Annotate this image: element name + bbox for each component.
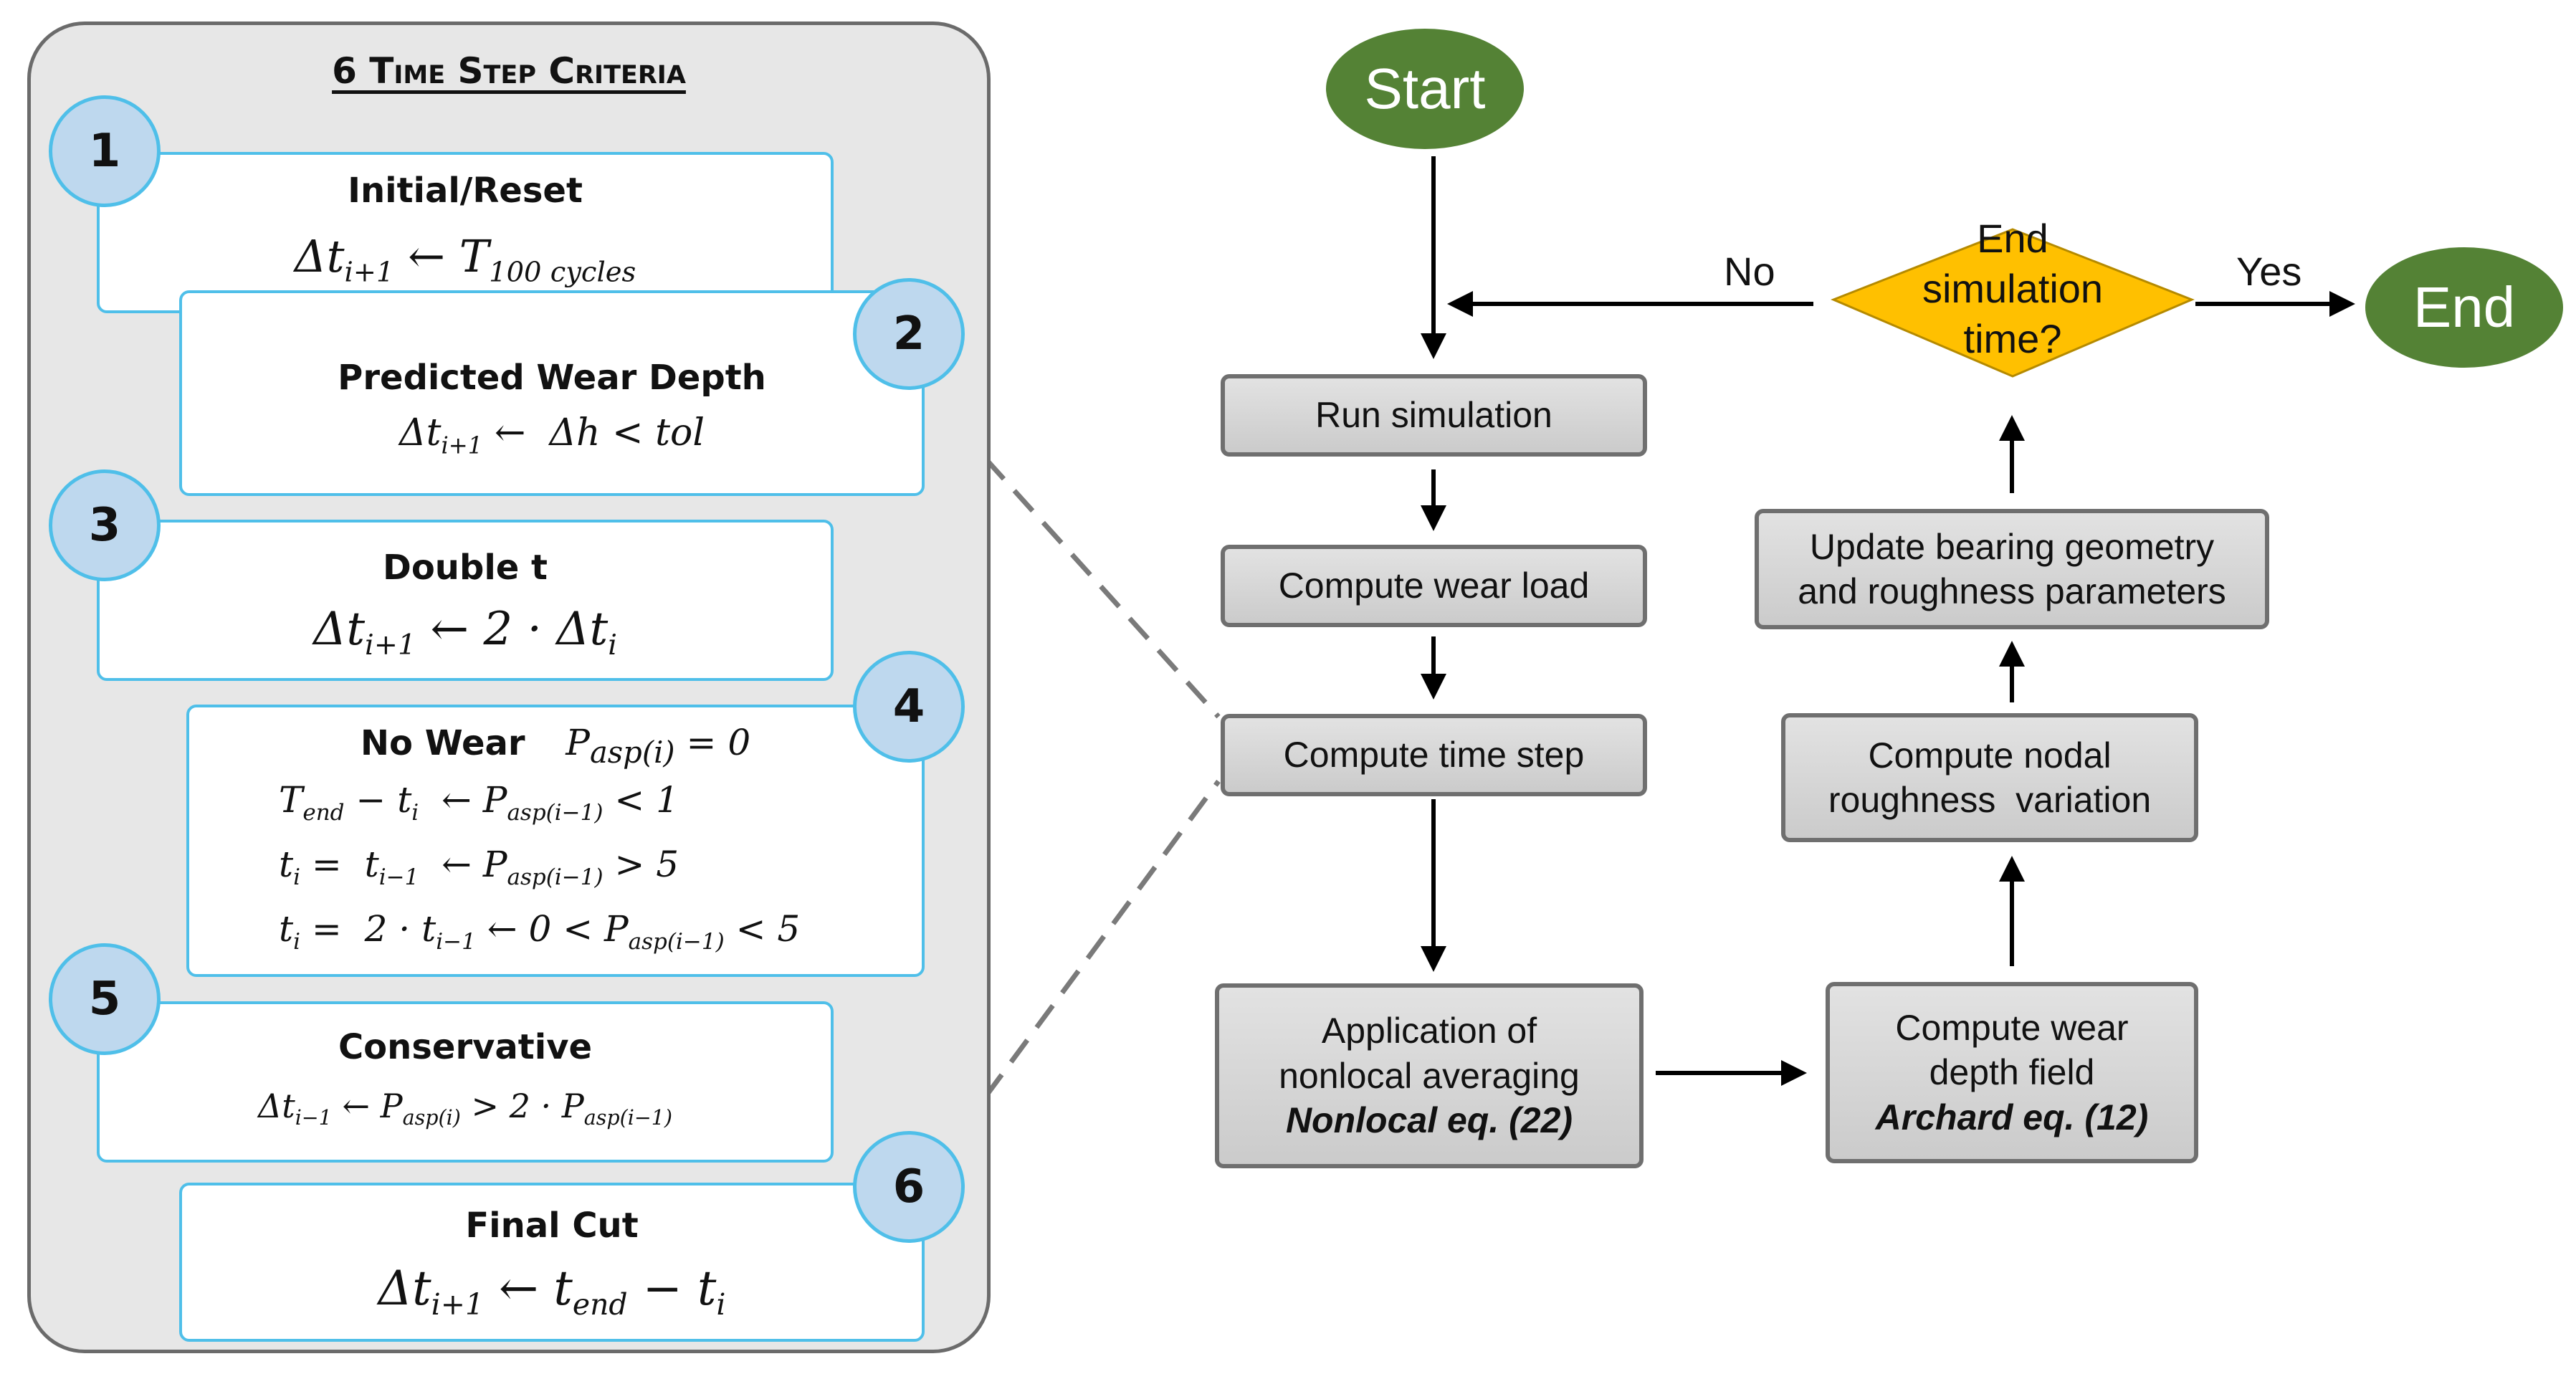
criterion-5-box: Conservative Δti−1 ← Pasp(i) > 2 · Pasp(…	[97, 1001, 834, 1163]
criterion-5-badge: 5	[49, 943, 161, 1055]
compute-wear-load-box: Compute wear load	[1221, 545, 1647, 627]
nonlocal-line-2: nonlocal averaging	[1279, 1055, 1580, 1096]
criterion-2-badge: 2	[853, 278, 965, 390]
criterion-3-badge: 3	[49, 469, 161, 581]
criterion-6-box: Final Cut Δti+1 ← tend − ti	[179, 1183, 925, 1342]
criterion-2-equation: Δti+1 ← Δh < tol	[399, 411, 705, 459]
compute-time-step-box: Compute time step	[1221, 714, 1647, 796]
zoom-line-bottom	[983, 779, 1221, 1099]
criterion-4-equation-3: ti = 2 · ti−1 ← 0 < Pasp(i−1) < 5	[279, 908, 801, 955]
update-bearing-line-2: and roughness parameters	[1798, 571, 2226, 611]
run-simulation-label: Run simulation	[1315, 395, 1552, 436]
criterion-6-badge: 6	[853, 1131, 965, 1243]
criterion-3-label: Double t	[382, 548, 548, 588]
criterion-1-box: Initial/Reset Δti+1 ← T100 cycles	[97, 152, 834, 313]
wear-depth-line-1: Compute wear	[1895, 1007, 2129, 1048]
criterion-5-equation: Δti−1 ← Pasp(i) > 2 · Pasp(i−1)	[257, 1087, 673, 1130]
wear-depth-reference: Archard eq. (12)	[1875, 1097, 2149, 1137]
decision-line-2: simulation	[1922, 266, 2104, 311]
criterion-4-label-text: No Wear	[360, 723, 525, 763]
start-terminal: Start	[1326, 29, 1524, 149]
criterion-4-label: No Wear Pasp(i) = 0	[189, 722, 922, 770]
criterion-2-box: Predicted Wear Depth Δti+1 ← Δh < tol	[179, 290, 925, 496]
update-bearing-box: Update bearing geometry and roughness pa…	[1755, 509, 2269, 629]
criterion-1-label: Initial/Reset	[348, 171, 583, 211]
yes-label: Yes	[2236, 249, 2302, 294]
compute-wear-load-label: Compute wear load	[1278, 566, 1590, 606]
nodal-roughness-line-1: Compute nodal	[1868, 735, 2112, 776]
update-bearing-line-1: Update bearing geometry	[1809, 526, 2215, 567]
run-simulation-box: Run simulation	[1221, 374, 1647, 457]
criterion-3-equation: Δti+1 ← 2 · Δti	[313, 603, 617, 662]
zoom-line-top	[983, 457, 1221, 719]
criterion-4-badge: 4	[853, 651, 965, 763]
end-terminal: End	[2365, 247, 2563, 368]
criterion-1-equation: Δti+1 ← T100 cycles	[294, 230, 636, 289]
wear-depth-box: Compute wear depth field Archard eq. (12…	[1826, 982, 2198, 1163]
nonlocal-line-1: Application of	[1321, 1011, 1537, 1051]
criterion-6-label: Final Cut	[465, 1206, 639, 1246]
nodal-roughness-box: Compute nodal roughness variation	[1781, 713, 2198, 842]
criterion-4-equation-1: Tend − ti ← Pasp(i−1) < 1	[279, 779, 679, 826]
criterion-5-label: Conservative	[338, 1027, 593, 1067]
criterion-4-equation-2: ti = ti−1 ← Pasp(i−1) > 5	[279, 844, 679, 890]
nonlocal-averaging-box: Application of nonlocal averaging Nonloc…	[1215, 983, 1644, 1168]
criterion-4-box: No Wear Pasp(i) = 0 Tend − ti ← Pasp(i−1…	[186, 705, 925, 977]
decision-line-3: time?	[1963, 316, 2062, 361]
decision-label: End simulation time?	[1869, 214, 2156, 364]
no-label: No	[1724, 249, 1775, 294]
criterion-3-box: Double t Δti+1 ← 2 · Δti	[97, 520, 834, 681]
panel-title: 6 Time Step Criteria	[332, 50, 686, 92]
criterion-4-label-equation: Pasp(i) = 0	[566, 722, 751, 770]
decision-diamond	[1831, 228, 2195, 378]
compute-time-step-label: Compute time step	[1283, 735, 1585, 776]
criterion-6-equation: Δti+1 ← tend − ti	[378, 1261, 726, 1322]
wear-depth-line-2: depth field	[1929, 1052, 2095, 1093]
nonlocal-reference: Nonlocal eq. (22)	[1285, 1100, 1573, 1141]
decision-line-1: End	[1977, 216, 2048, 261]
nodal-roughness-line-2: roughness variation	[1828, 780, 2152, 820]
criterion-2-label: Predicted Wear Depth	[338, 358, 766, 398]
criterion-1-badge: 1	[49, 95, 161, 207]
